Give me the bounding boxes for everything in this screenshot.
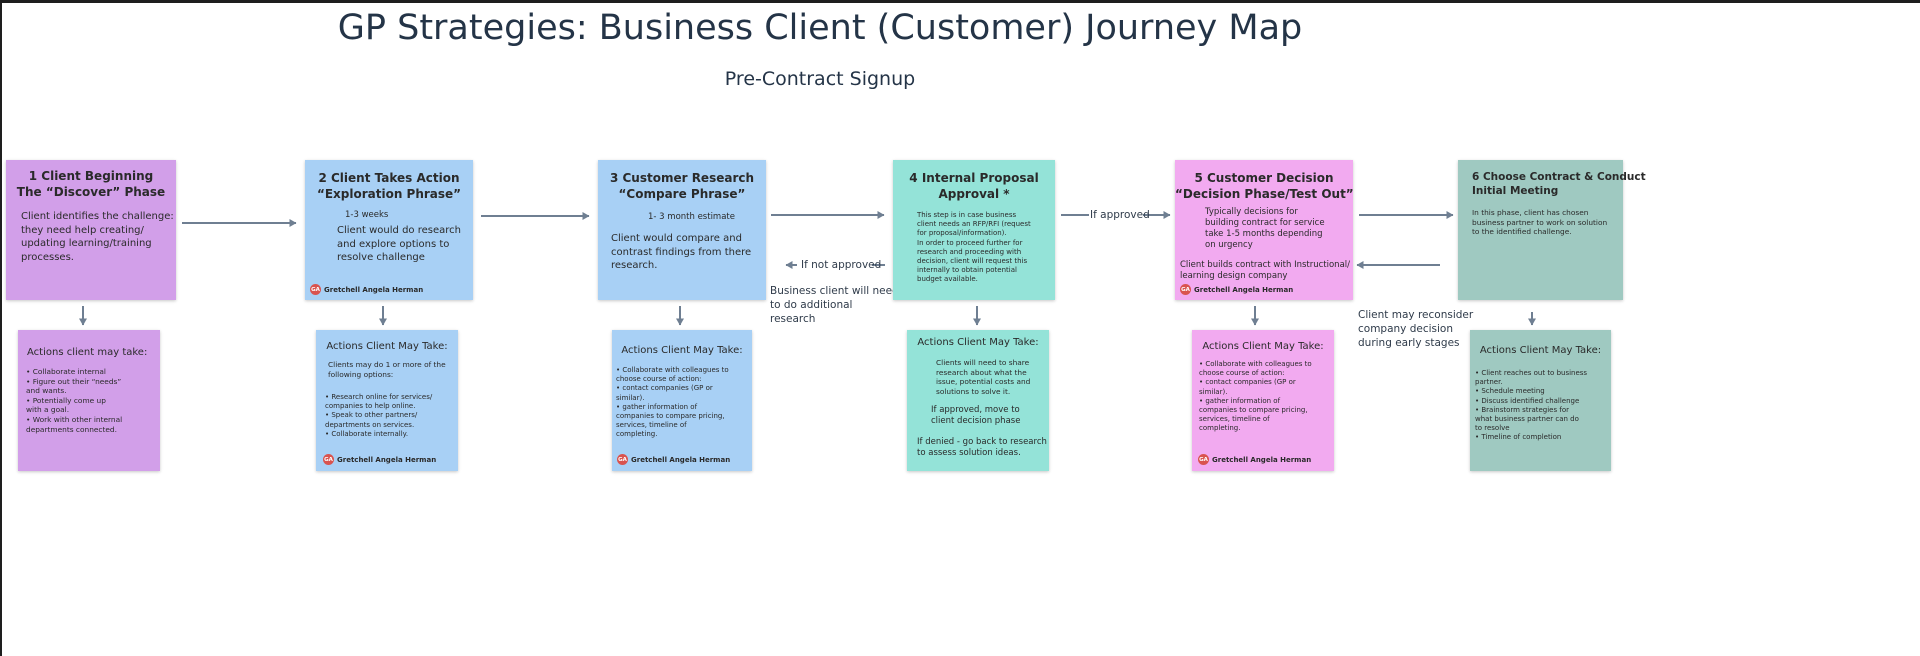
reconsider-note: Client may reconsider company decision d… <box>1358 309 1474 349</box>
stage-4-actions-card: Actions Client May Take: Clients will ne… <box>907 330 1049 471</box>
stage-2-actions-title: Actions Client May Take: <box>326 341 448 352</box>
stage-5-footer: Client builds contract with Instructiona… <box>1180 260 1351 281</box>
stage-4-actions-title: Actions Client May Take: <box>917 337 1039 348</box>
stage-2-actions-intro: Clients may do 1 or more of the followin… <box>328 360 446 379</box>
stage-4-denied-text: If denied - go back to research to asses… <box>917 437 1047 458</box>
stage-5-title: 5 Customer Decision “Decision Phase/Test… <box>1175 171 1354 201</box>
stage-3-title: 3 Customer Research “Compare Phrase” <box>609 171 755 201</box>
page-title: GP Strategies: Business Client (Customer… <box>337 8 1303 48</box>
avatar-icon: GA <box>617 454 628 465</box>
stage-6-body: In this phase, client has chosen busines… <box>1472 208 1608 237</box>
stage-3-actions-list: • Collaborate with colleagues to choose … <box>616 366 729 439</box>
research-note: Business client will need to do addition… <box>770 285 899 325</box>
stage-1-title: 1 Client Beginning The “Discover” Phase <box>16 169 166 199</box>
stage-2-author: GA Gretchell Angela Herman <box>310 284 424 295</box>
avatar-icon: GA <box>310 284 321 295</box>
stage-1-actions-card: Actions client may take: • Collaborate i… <box>18 330 160 471</box>
stage-6-card: 6 Choose Contract & Conduct Initial Meet… <box>1458 160 1646 300</box>
stage-2-actions-list: • Research online for services/ companie… <box>325 393 433 438</box>
stage-2-title: 2 Client Takes Action “Exploration Phras… <box>316 171 462 201</box>
stage-3-actions-card: Actions Client May Take: • Collaborate w… <box>612 330 752 471</box>
stage-5-actions-title: Actions Client May Take: <box>1202 341 1324 352</box>
stage-2-actions-card: Actions Client May Take: Clients may do … <box>316 330 458 471</box>
stage-6-actions-title: Actions Client May Take: <box>1479 345 1602 356</box>
stage-5-actions-author: GA Gretchell Angela Herman <box>1198 454 1312 465</box>
stage-2-duration: 1-3 weeks <box>345 210 389 220</box>
stage-4-actions-list: Clients will need to share research abou… <box>936 358 1031 396</box>
stage-1-actions-title: Actions client may take: <box>27 347 148 358</box>
stage-4-title: 4 Internal Proposal Approval * <box>909 171 1039 201</box>
stage-1-body: Client identifies the challenge: they ne… <box>21 211 174 263</box>
stage-6-actions-list: • Client reaches out to business partner… <box>1475 369 1588 442</box>
avatar-icon: GA <box>1180 284 1191 295</box>
stage-3-actions-title: Actions Client May Take: <box>621 345 743 356</box>
top-border <box>0 0 1920 3</box>
avatar-icon: GA <box>1198 454 1209 465</box>
stage-5-card: 5 Customer Decision “Decision Phase/Test… <box>1175 160 1354 300</box>
stage-4-card: 4 Internal Proposal Approval * This step… <box>893 160 1055 300</box>
stage-1-actions-list: • Collaborate internal • Figure out thei… <box>26 367 123 434</box>
stage-4-body: This step is in case business client nee… <box>917 211 1031 284</box>
stage-5-actions-list: • Collaborate with colleagues to choose … <box>1199 360 1312 433</box>
stage-2-actions-author: GA Gretchell Angela Herman <box>323 454 437 465</box>
stage-6-actions-card: Actions Client May Take: • Client reache… <box>1470 330 1611 471</box>
if-approved-label: If approved <box>1090 209 1150 221</box>
stage-1-card: 1 Client Beginning The “Discover” Phase … <box>6 160 176 300</box>
stage-3-body: Client would compare and contrast findin… <box>611 233 752 271</box>
if-not-approved-label: If not approved <box>801 259 882 271</box>
stage-5-actions-card: Actions Client May Take: • Collaborate w… <box>1192 330 1334 471</box>
stage-3-duration: 1- 3 month estimate <box>648 212 735 222</box>
avatar-icon: GA <box>323 454 334 465</box>
stage-6-title: 6 Choose Contract & Conduct Initial Meet… <box>1472 171 1646 197</box>
stage-2-body: Client would do research and explore opt… <box>337 225 461 263</box>
stage-5-author: GA Gretchell Angela Herman <box>1180 284 1294 295</box>
stage-3-actions-author: GA Gretchell Angela Herman <box>617 454 731 465</box>
stage-3-card: 3 Customer Research “Compare Phrase” 1- … <box>598 160 766 300</box>
stage-5-body: Typically decisions for building contrac… <box>1205 207 1325 250</box>
stage-2-card: 2 Client Takes Action “Exploration Phras… <box>305 160 473 300</box>
page-subtitle: Pre-Contract Signup <box>724 68 916 90</box>
stage-4-approved-text: If approved, move to client decision pha… <box>931 405 1021 426</box>
left-border <box>0 0 2 656</box>
